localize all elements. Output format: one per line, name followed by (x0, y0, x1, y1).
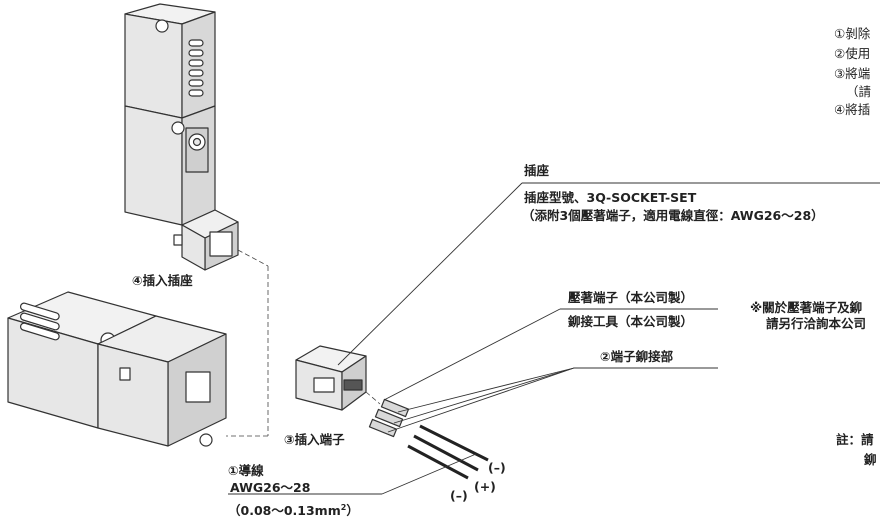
step-2: ②使用 (834, 46, 871, 61)
socket-title: 插座 (524, 163, 550, 178)
wire-area: （0.08～0.13mm2） (228, 503, 359, 519)
step-3: ③將端 (834, 66, 871, 81)
wire-awg: AWG26～28 (230, 480, 311, 495)
side-note-line-2: 請另行洽詢本公司 (766, 316, 867, 331)
polarity-minus-top: (–) (488, 460, 506, 475)
polarity-minus-bottom: (–) (450, 488, 468, 503)
crimp-tool-label: 鉚接工具（本公司製） (568, 314, 694, 329)
socket-model: 插座型號、3Q-SOCKET-SET (524, 190, 697, 205)
guide-lines (226, 249, 381, 437)
socket-note: （添附3個壓著端子，適用電線直徑：AWG26～28） (522, 208, 824, 223)
upright-valve (124, 3, 239, 271)
wires (407, 424, 489, 480)
insert-terminal-label: ③插入端子 (284, 432, 345, 447)
step-1: ①剝除 (834, 26, 871, 41)
footnote-line-1: 註：請 (836, 432, 874, 447)
leader-lines (228, 182, 880, 495)
crimp-terminal-label: 壓著端子（本公司製） (568, 290, 694, 305)
crimp-part-label: ②端子鉚接部 (600, 349, 674, 364)
polarity-plus: (+) (474, 479, 496, 494)
wire-label: ①導線 (228, 463, 264, 478)
lying-valve (7, 291, 227, 447)
side-note-line-1: ※關於壓著端子及鉚 (750, 300, 863, 315)
socket-part (295, 345, 367, 411)
crimp-terminals (368, 398, 410, 438)
step-4: ④將插 (834, 102, 871, 117)
footnote-line-2: 鉚 (864, 452, 877, 467)
insert-socket-label: ④插入插座 (132, 273, 193, 288)
step-3-note: （請 (846, 84, 872, 99)
